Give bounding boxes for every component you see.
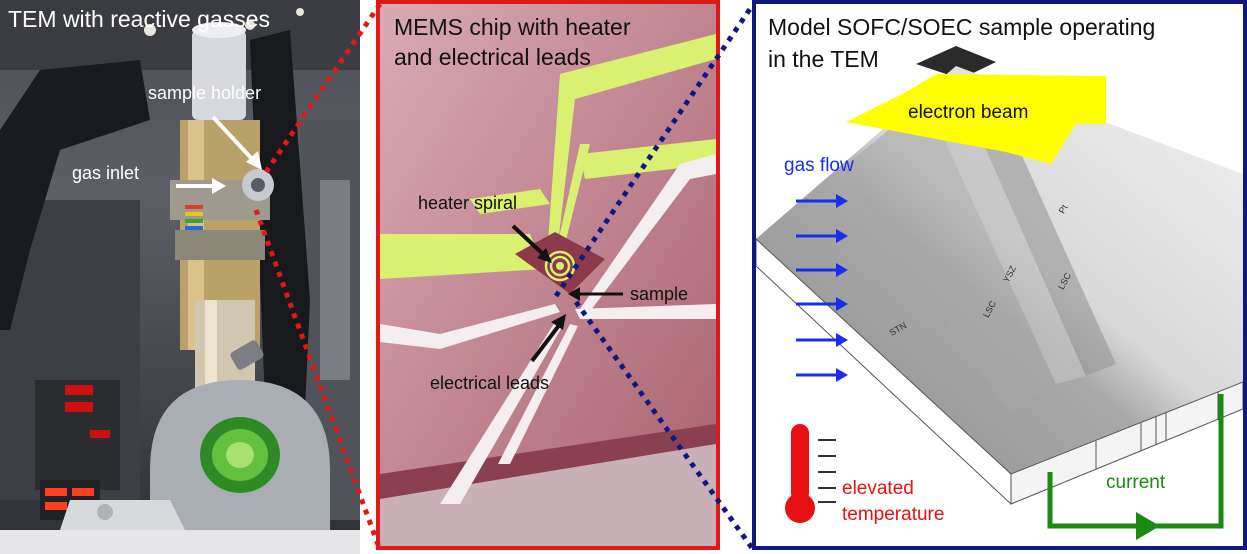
mems-chip-illustration [380, 4, 716, 546]
panel1-title: TEM with reactive gasses [8, 6, 271, 32]
gas-flow-label: gas flow [784, 155, 854, 176]
sample-label: sample [630, 284, 689, 304]
electrical-leads-label: electrical leads [430, 373, 550, 393]
mems-chip-panel: MEMS chip with heater and electrical lea… [376, 0, 720, 550]
elevated-label: elevated [842, 478, 914, 499]
gas-inlet-label: gas inlet [72, 163, 140, 183]
panel3-title-line1: Model SOFC/SOEC sample operating [768, 14, 1156, 40]
panel3-title-line2: in the TEM [768, 46, 879, 72]
heater-spiral-label: heater spiral [418, 193, 518, 213]
temperature-label: temperature [842, 504, 945, 525]
sofc-sample-panel: Model SOFC/SOEC sample operating in the … [752, 0, 1247, 550]
electron-beam-label: electron beam [908, 102, 1029, 123]
panel2-title-line1: MEMS chip with heater [394, 14, 631, 40]
panel2-title-line2: and electrical leads [394, 44, 591, 70]
current-label: current [1106, 472, 1166, 493]
sofc-illustration [756, 46, 1243, 540]
sample-holder-label: sample holder [148, 83, 262, 103]
tem-photo-panel: TEM with reactive gasses sample holder g… [0, 0, 360, 554]
